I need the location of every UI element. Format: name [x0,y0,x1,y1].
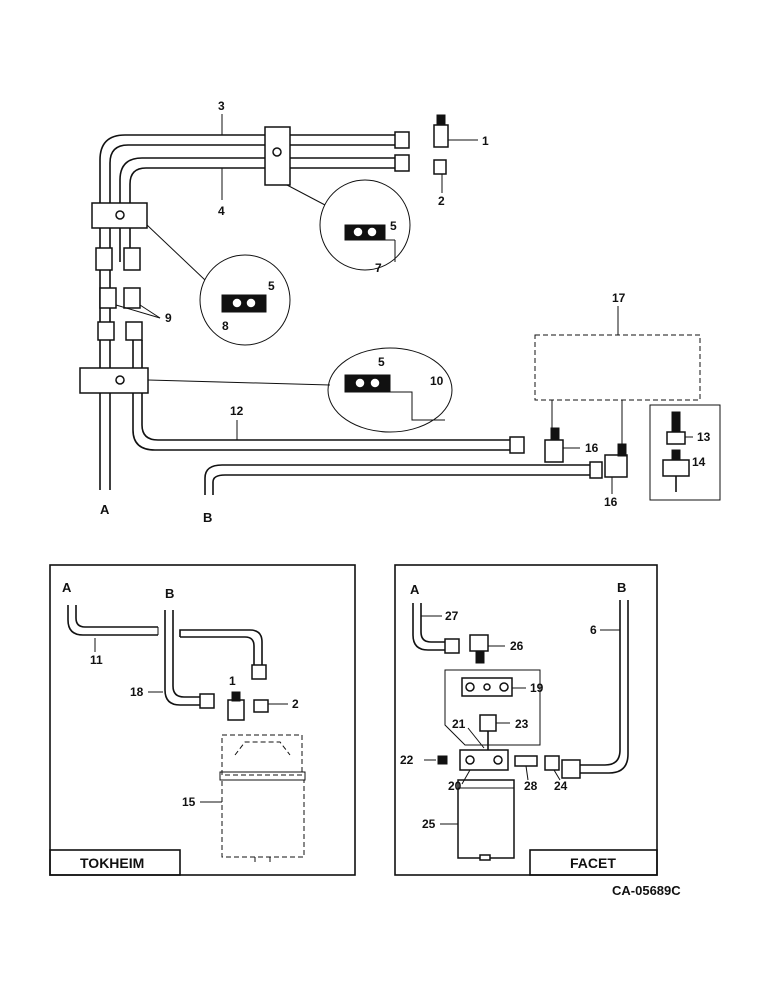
facet-callout-26: 26 [510,639,524,653]
callout-17: 17 [612,291,626,305]
tokheim-callout-18: 18 [130,685,144,699]
line-end-a-top: A [100,502,110,517]
tokheim-callout-11: 11 [90,653,103,667]
callout-8: 8 [222,319,229,333]
tokheim-callout-2: 2 [292,697,299,711]
callout-3: 3 [218,99,225,113]
callout-12: 12 [230,404,244,418]
callout-5b: 5 [268,279,275,293]
callout-9: 9 [165,311,172,325]
tokheim-label: TOKHEIM [80,855,144,871]
facet-callout-21: 21 [452,717,466,731]
callout-5a: 5 [390,219,397,233]
facet-callout-25: 25 [422,817,436,831]
facet-panel: FACET A B 27 [394,564,658,876]
facet-callout-6: 6 [590,623,597,637]
callout-16a: 16 [585,441,599,455]
facet-callout-22: 22 [400,753,414,767]
tokheim-callout-1: 1 [229,674,236,688]
facet-callout-27: 27 [445,609,459,623]
facet-callout-24: 24 [554,779,568,793]
tokheim-panel: TOKHEIM A B 1 2 11 18 15 [49,564,356,876]
tokheim-line-b: B [165,586,174,601]
facet-callout-19: 19 [530,681,544,695]
tokheim-line-a: A [62,580,72,595]
callout-7: 7 [375,261,382,275]
drawing-id: CA-05689C [612,883,681,898]
top-callouts: 3 4 1 2 5 7 5 8 9 5 10 12 17 16 16 13 14… [100,99,711,525]
callout-16b: 16 [604,495,618,509]
callout-5c: 5 [378,355,385,369]
facet-callout-20: 20 [448,779,462,793]
callout-10: 10 [430,374,444,388]
facet-callout-28: 28 [524,779,538,793]
callout-2: 2 [438,194,445,208]
facet-line-a: A [410,582,420,597]
top-fuel-line-assembly [79,114,721,501]
line-end-b-top: B [203,510,212,525]
facet-line-b: B [617,580,626,595]
callout-14: 14 [692,455,706,469]
callout-4: 4 [218,204,225,218]
facet-callout-23: 23 [515,717,529,731]
facet-label: FACET [570,855,616,871]
tokheim-callout-15: 15 [182,795,196,809]
callout-1: 1 [482,134,489,148]
callout-13: 13 [697,430,711,444]
